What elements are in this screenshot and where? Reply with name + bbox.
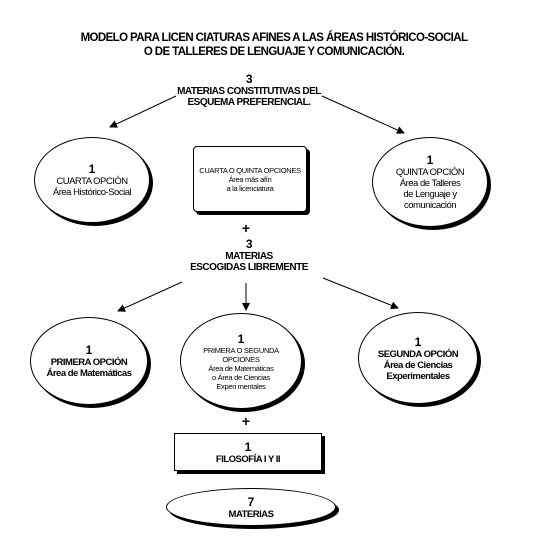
quinta-opcion-area-line1: Área de Talleres bbox=[399, 178, 461, 189]
primera-segunda-line1: PRIMERA O SEGUNDA bbox=[203, 345, 279, 355]
primera-segunda-line3: Área de Matemáticas bbox=[208, 363, 274, 373]
plus-sign-1: + bbox=[241, 220, 251, 236]
segunda-opcion-area-line1: Área de Ciencias bbox=[383, 359, 453, 371]
cuarta-opcion-node: 1 CUARTA OPCIÓN Área Histórico-Social bbox=[34, 137, 150, 223]
group1-label-line2: ESQUEMA PREFERENCIAL. bbox=[187, 97, 311, 108]
primera-segunda-line2: OPCIONES bbox=[222, 354, 260, 364]
arrow-to-cuarta-opcion bbox=[109, 95, 177, 128]
primera-segunda-line4: o Área de Ciencias bbox=[212, 372, 270, 382]
group2-heading: 3 MATERIAS ESCOGIDAS LIBREMENTE bbox=[124, 237, 374, 274]
filosofia-count: 1 bbox=[244, 439, 252, 454]
cuarta-opcion-area: Área Histórico-Social bbox=[52, 187, 132, 198]
cuarta-quinta-node: CUARTA O QUINTA OPCIONES Área más afín a… bbox=[193, 146, 307, 212]
cuarta-quinta-line1: CUARTA O QUINTA OPCIONES bbox=[199, 165, 301, 175]
group2-label-line1: MATERIAS bbox=[225, 251, 273, 262]
quinta-opcion-title: QUINTA OPCIÓN bbox=[395, 167, 465, 178]
group2-label-line2: ESCOGIDAS LIBREMENTE bbox=[190, 262, 308, 273]
quinta-opcion-area-line3: comunicación bbox=[403, 200, 457, 211]
group1-label-line1: MATERIAS CONSTITUTIVAS DEL bbox=[177, 86, 321, 97]
arrow-to-primera-opcion bbox=[117, 281, 183, 312]
segunda-opcion-area-line2: Experimentales bbox=[386, 370, 450, 382]
total-count: 7 bbox=[247, 494, 255, 509]
segunda-opcion-count: 1 bbox=[414, 334, 422, 349]
total-materias-node: 7 MATERIAS bbox=[166, 488, 336, 526]
arrow-to-quinta-opcion bbox=[321, 95, 405, 134]
group2-count: 3 bbox=[245, 237, 253, 251]
primera-opcion-area: Área de Matemáticas bbox=[46, 368, 132, 379]
filosofia-node: 1 FILOSOFÍA I Y II bbox=[174, 433, 322, 471]
primera-segunda-count: 1 bbox=[237, 331, 245, 346]
cuarta-opcion-count: 1 bbox=[88, 162, 96, 176]
segunda-opcion-node: 1 SEGUNDA OPCIÓN Área de Ciencias Experi… bbox=[358, 312, 478, 404]
quinta-opcion-node: 1 QUINTA OPCIÓN Área de Talleres de Leng… bbox=[372, 137, 488, 227]
primera-opcion-count: 1 bbox=[85, 343, 93, 357]
plus-sign-2: + bbox=[241, 413, 251, 429]
primera-segunda-node: 1 PRIMERA O SEGUNDA OPCIONES Área de Mat… bbox=[180, 313, 302, 409]
group1-count: 3 bbox=[245, 72, 253, 86]
diagram-title-line2: O DE TALLERES DE LENGUAJE Y COMUNICACIÓN… bbox=[143, 46, 405, 58]
cuarta-opcion-title: CUARTA OPCIÓN bbox=[56, 176, 128, 187]
cuarta-quinta-line3: a la licenciatura bbox=[226, 183, 274, 193]
primera-opcion-title: PRIMERA OPCIÓN bbox=[50, 357, 128, 368]
group1-heading: 3 MATERIAS CONSTITUTIVAS DEL ESQUEMA PRE… bbox=[124, 72, 374, 109]
diagram-title-line1: MODELO PARA LICEN CIATURAS AFINES A LAS … bbox=[80, 32, 468, 44]
cuarta-quinta-line2: Área más afín bbox=[228, 174, 272, 184]
arrow-to-segunda-opcion bbox=[322, 277, 399, 310]
primera-opcion-node: 1 PRIMERA OPCIÓN Área de Matemáticas bbox=[30, 317, 148, 405]
quinta-opcion-count: 1 bbox=[426, 153, 434, 167]
primera-segunda-line5: Experi mentales bbox=[216, 381, 266, 391]
quinta-opcion-area-line2: de Lenguaje y bbox=[403, 189, 457, 200]
segunda-opcion-title: SEGUNDA OPCIÓN bbox=[377, 348, 459, 360]
total-label: MATERIAS bbox=[228, 508, 274, 520]
filosofia-label: FILOSOFÍA I Y II bbox=[215, 453, 281, 465]
